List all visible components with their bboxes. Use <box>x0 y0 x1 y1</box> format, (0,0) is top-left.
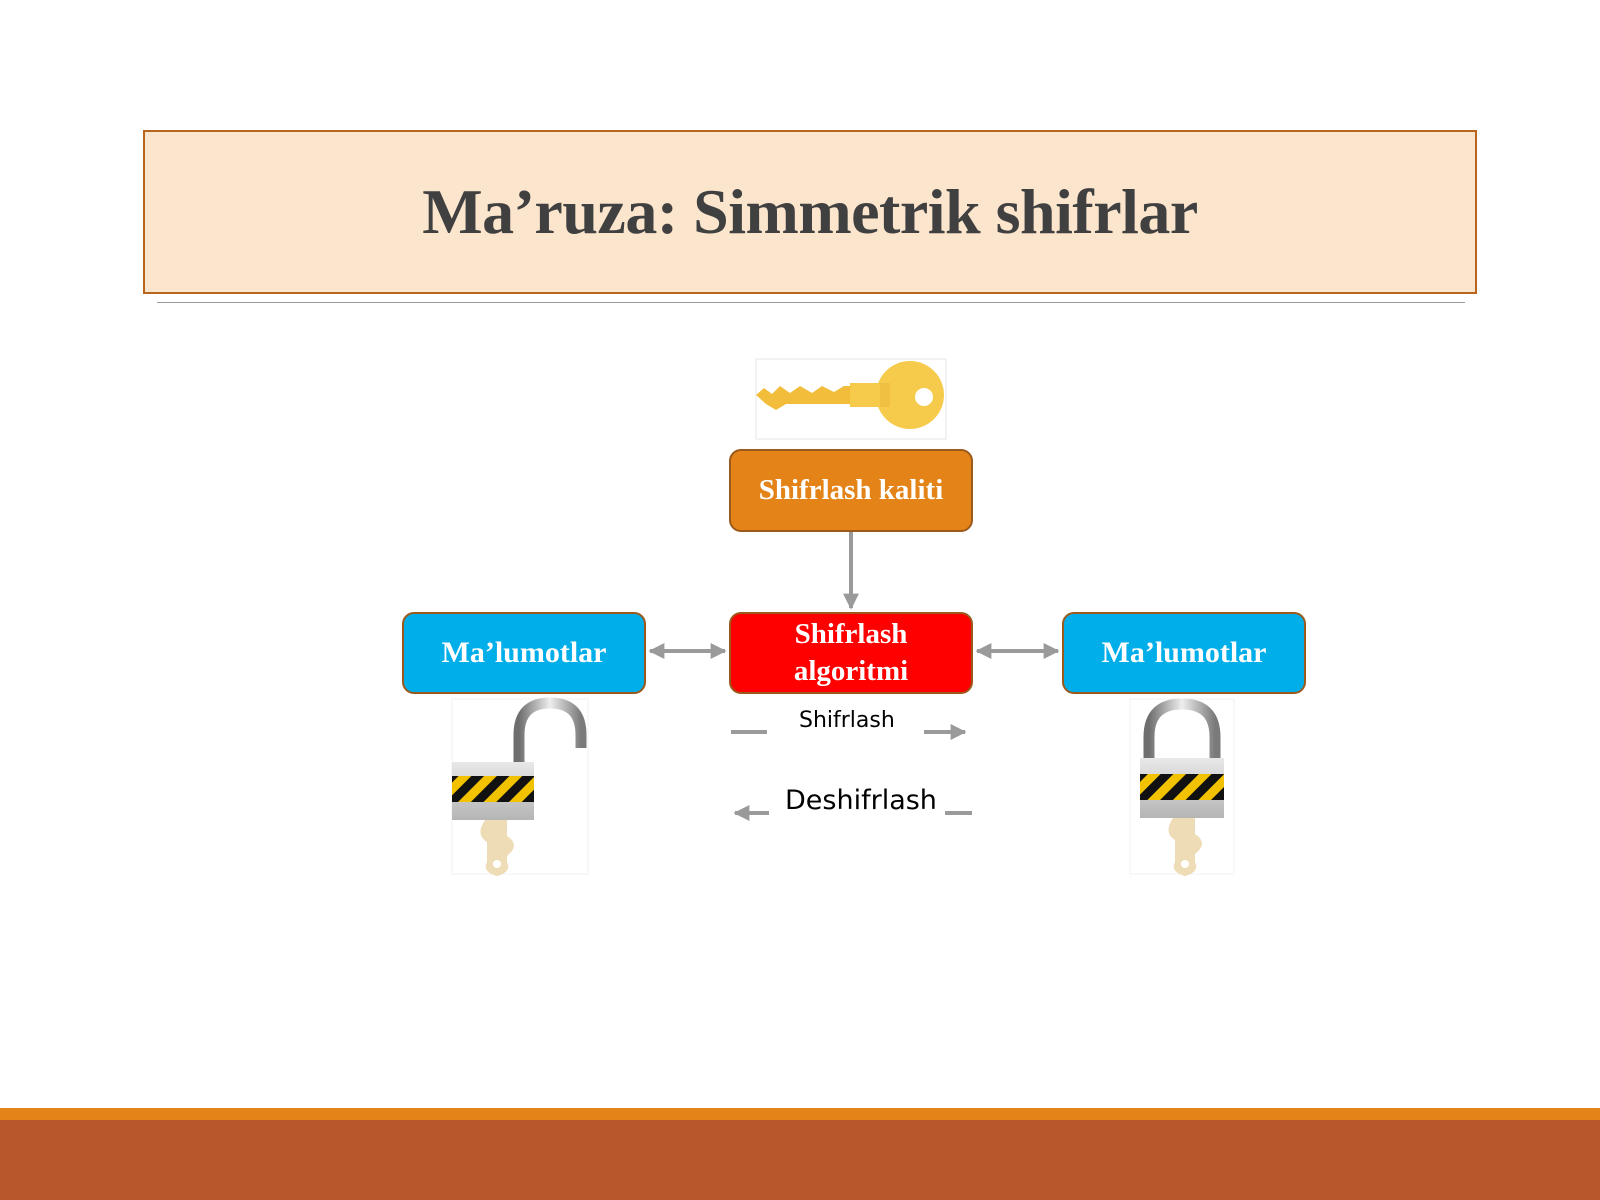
slide-title: Ma’ruza: Simmetrik shifrlar <box>422 176 1198 247</box>
open-padlock-icon <box>451 697 589 876</box>
title-banner: Ma’ruza: Simmetrik shifrlar <box>143 130 1477 294</box>
ciphertext-data-box: Ma’lumotlar <box>1062 612 1306 694</box>
encryption-algorithm-box: Shifrlash algoritmi <box>729 612 973 694</box>
encryption-key-box: Shifrlash kaliti <box>729 449 973 532</box>
flow-arrows <box>648 532 1060 821</box>
algorithm-label-line2: algoritmi <box>793 655 909 687</box>
footer-band <box>0 1120 1600 1200</box>
footer-accent-bar <box>0 1108 1600 1120</box>
algorithm-label-line1: Shifrlash <box>794 618 908 650</box>
plaintext-data-box: Ma’lumotlar <box>402 612 646 694</box>
title-divider <box>157 302 1465 303</box>
key-icon <box>755 358 947 440</box>
encryption-key-label: Shifrlash kaliti <box>758 474 944 506</box>
plaintext-data-label: Ma’lumotlar <box>441 636 607 669</box>
ciphertext-data-label: Ma’lumotlar <box>1101 636 1267 669</box>
encryption-label: Shifrlash <box>799 708 895 733</box>
closed-padlock-icon <box>1129 698 1235 876</box>
decryption-label: Deshifrlash <box>785 785 937 816</box>
